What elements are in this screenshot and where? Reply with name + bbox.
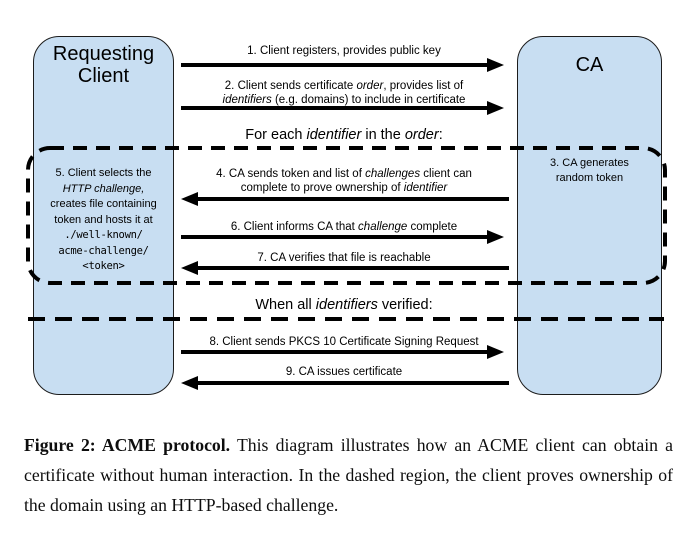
message-4-label: 4. CA sends token and list of challenges… bbox=[216, 168, 472, 194]
step5-client-note: 5. Client selects the HTTP challenge, cr… bbox=[33, 166, 174, 275]
arrow-8-shaft bbox=[181, 350, 488, 354]
step5-path-line: acme-challenge/ bbox=[58, 244, 149, 257]
arrow-4-shaft bbox=[198, 197, 509, 201]
figure-caption-text: This diagram illustrates how an ACME cli… bbox=[24, 435, 673, 515]
figure-caption: Figure 2: ACME protocol. This diagram il… bbox=[24, 431, 673, 520]
message-7-label: 7. CA verifies that file is reachable bbox=[257, 252, 431, 264]
arrow-1-right-head bbox=[487, 58, 504, 72]
step5-line: 5. Client selects the bbox=[55, 167, 152, 179]
requesting-client-title-line2: Client bbox=[77, 65, 130, 87]
arrow-6-shaft bbox=[181, 235, 488, 239]
arrow-2-shaft bbox=[181, 106, 488, 110]
section-for-each-identifier: For each identifier in the order: bbox=[245, 127, 443, 143]
message-1-label: 1. Client registers, provides public key bbox=[247, 45, 441, 57]
step5-line: token and hosts it at bbox=[54, 213, 153, 226]
ca-title: CA bbox=[575, 54, 604, 76]
step3-line: random token bbox=[555, 172, 624, 184]
step5-path-line: <token> bbox=[82, 260, 125, 272]
requesting-client-title-line1: Requesting bbox=[52, 43, 155, 65]
requesting-client-title: Requesting Client bbox=[34, 43, 173, 87]
message-8-label: 8. Client sends PKCS 10 Certificate Sign… bbox=[209, 336, 479, 348]
message-6-label: 6. Client informs CA that challenge comp… bbox=[230, 221, 458, 233]
step5-path-line: ./well-known/ bbox=[64, 229, 143, 241]
arrow-8-right-head bbox=[487, 345, 504, 359]
arrow-6-right-head bbox=[487, 230, 504, 244]
arrow-1-shaft bbox=[181, 63, 488, 67]
figure-caption-bold: Figure 2: ACME protocol. bbox=[24, 435, 231, 455]
step5-line: creates file containing bbox=[50, 198, 157, 210]
message-2-label: 2. Client sends certificate order, provi… bbox=[222, 80, 466, 106]
message-9-label: 9. CA issues certificate bbox=[285, 366, 403, 378]
arrow-2-right-head bbox=[487, 101, 504, 115]
arrow-9-shaft bbox=[198, 381, 509, 385]
arrow-7-shaft bbox=[198, 266, 509, 270]
step5-line: HTTP challenge, bbox=[62, 182, 145, 195]
step3-line: 3. CA generates bbox=[550, 157, 629, 169]
ca-box: CA bbox=[517, 36, 662, 395]
arrow-9-left-head bbox=[181, 376, 198, 390]
step3-ca-note: 3. CA generates random token bbox=[517, 156, 662, 186]
section-when-all-verified: When all identifiers verified: bbox=[255, 297, 433, 313]
arrow-4-left-head bbox=[181, 192, 198, 206]
arrow-7-left-head bbox=[181, 261, 198, 275]
